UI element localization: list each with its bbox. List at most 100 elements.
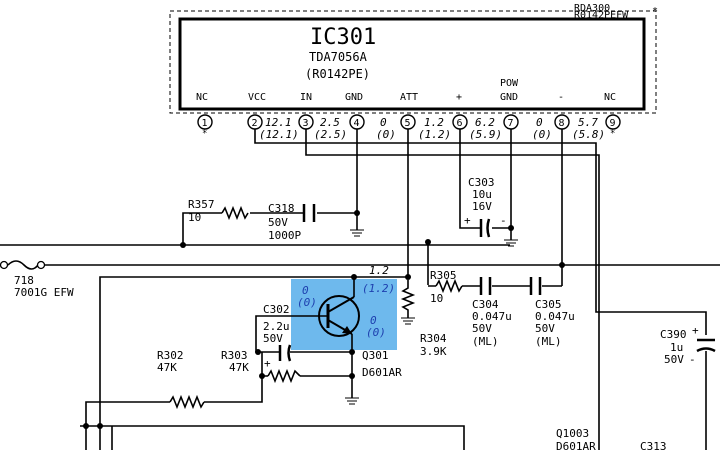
ic-marker: * [652,6,658,17]
pin5-name: ATT [400,92,418,103]
c303-minus: - [500,214,507,227]
c302-ref: C302 [263,303,290,316]
pin6[interactable]: 6 [452,114,468,130]
pin6-name: + [456,92,462,103]
pin3-name: IN [300,92,312,103]
fuse-symbol[interactable] [7,260,39,270]
wire-q301-base [255,315,328,352]
pin9[interactable]: 9 [605,114,621,130]
pin7-voltage: 0 [536,116,543,129]
q1003-part: D601AR [556,440,596,450]
wire-bottom-bus [80,425,465,450]
pin8[interactable]: 8 [554,114,570,130]
q301-highlight [291,279,397,350]
c305-capacitor[interactable] [529,277,542,295]
pin3[interactable]: 3 [298,114,314,130]
c390-rating: 50V [664,353,684,366]
r302-ref: R302 [157,349,184,362]
r303-ref: R303 [221,349,248,362]
ic-ref-label: IC301 [310,25,376,50]
pin5-voltage: 1.2 [424,116,444,129]
wire-q301-collector [99,276,408,450]
ic-code-label: (R0142PE) [305,67,370,81]
q301-vc-alt: (1.2) [362,282,395,295]
c390-value: 1u [670,341,683,354]
fuse-ref: 718 [14,274,34,287]
ground-r304 [401,317,415,325]
c318-rating: 50V [268,216,288,229]
c303-value: 10u [472,188,492,201]
c304-ref: C304 [472,298,499,311]
pin1[interactable]: 1 [197,114,213,130]
c318-capacitor[interactable] [302,204,316,222]
svg-text:1: 1 [202,118,208,129]
node-c302-left [255,349,261,355]
c304-value: 0.047u [472,310,512,323]
c302-rating: 50V [263,332,283,345]
c304-capacitor[interactable] [479,277,492,295]
node-bottom-2 [97,423,103,429]
r304-resistor[interactable] [400,280,416,318]
ic-alt-code: R0142PEFW [574,10,629,21]
wire-c303 [459,178,511,229]
pin4-voltage-alt: (0) [376,128,396,141]
q301-ve-alt: (0) [366,326,386,339]
c390-plus: + [692,324,699,337]
pin7-name: GND [500,92,518,103]
node-bottom-1 [83,423,89,429]
pin6-voltage-alt: (5.9) [469,128,502,141]
c302-capacitor[interactable] [278,344,292,362]
svg-text:3: 3 [303,118,309,129]
node-pin5 [405,274,411,280]
pin9-name: NC [604,92,616,103]
svg-text:4: 4 [354,118,360,129]
q301-vb-alt: (0) [297,296,317,309]
r302-resistor[interactable] [169,394,205,410]
wire-r302 [85,376,263,450]
pin2[interactable]: 2 [247,114,263,130]
c304-rating: 50V [472,322,492,335]
r357-ref: R357 [188,198,215,211]
node-c303 [508,225,514,231]
c303-ref: C303 [468,176,495,189]
pin4[interactable]: 4 [349,114,365,130]
fuse-terminal-left[interactable] [0,260,9,270]
r305-resistor[interactable] [435,278,463,294]
c390-capacitor[interactable] [696,338,716,353]
pin5-voltage-alt: (1.2) [418,128,451,141]
c303-capacitor[interactable] [479,218,491,238]
c390-minus: - [689,353,696,366]
r304-value: 3.9K [420,345,447,358]
fuse-part: 7001G EFW [14,286,74,299]
r303-resistor[interactable] [267,368,301,384]
node-fuse-line [559,262,565,268]
pin4-voltage: 0 [380,116,387,129]
fuse-terminal-right[interactable] [36,260,46,270]
c302-value: 2.2u [263,320,290,333]
pin5[interactable]: 5 [400,114,416,130]
ground-pin7 [504,239,518,247]
c390-ref: C390 [660,328,687,341]
c304-type: (ML) [472,335,499,348]
c318-value: 1000P [268,229,301,242]
c305-value: 0.047u [535,310,575,323]
q301-ref: Q301 [362,349,389,362]
pin8-voltage-alt: (5.8) [572,128,605,141]
ic301-body[interactable] [178,17,646,111]
c305-ref: C305 [535,298,562,311]
pin2-voltage: 12.1 [265,116,292,129]
r304-ref: R304 [420,332,447,345]
r357-resistor[interactable] [221,205,249,221]
q301-ve: 0 [370,314,377,327]
c302-plus: + [264,357,271,370]
r305-value: 10 [430,292,443,305]
q301-transistor[interactable] [318,295,360,337]
pin1-name: NC [196,92,208,103]
c305-type: (ML) [535,335,562,348]
pin3-voltage-alt: (2.5) [314,128,347,141]
svg-text:8: 8 [559,118,565,129]
c313-partial: C313 [640,440,667,450]
pin7[interactable]: 7 [503,114,519,130]
svg-text:5: 5 [405,118,411,129]
